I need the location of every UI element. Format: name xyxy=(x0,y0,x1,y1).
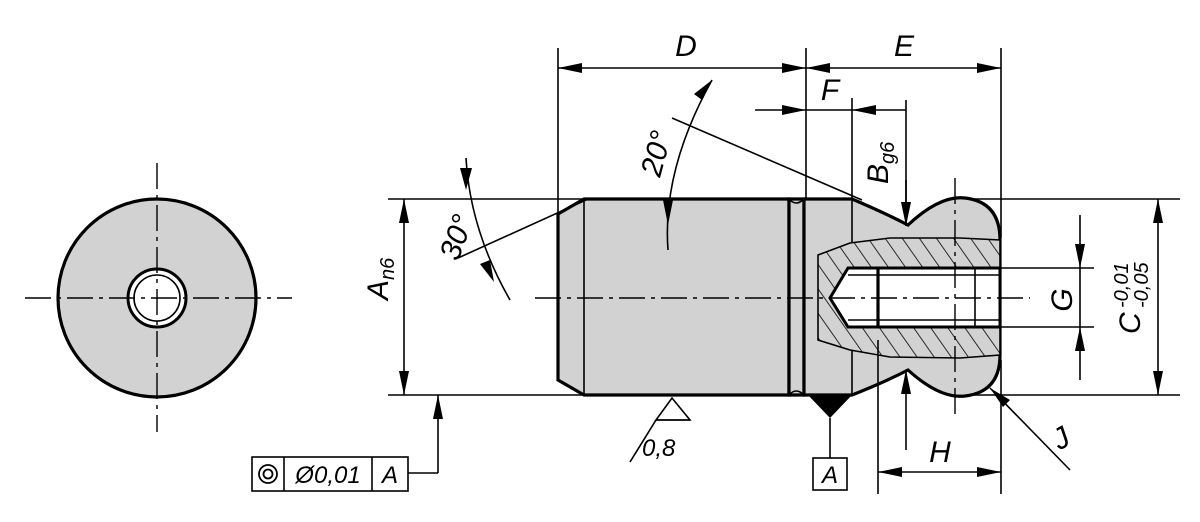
dimension-H: H xyxy=(929,436,951,469)
datum-A-box: A xyxy=(812,457,848,491)
svg-text:-0,01: -0,01 xyxy=(1111,262,1133,308)
surface-roughness-value: 0,8 xyxy=(642,435,676,462)
datum-triangle xyxy=(808,395,852,418)
svg-text:A: A xyxy=(820,462,838,489)
dimension-J: J xyxy=(1046,420,1077,457)
svg-text:G: G xyxy=(1046,288,1079,311)
dimension-G-label: G xyxy=(1046,288,1079,311)
concentricity-icon-inner xyxy=(262,468,274,480)
svg-text:C: C xyxy=(1114,312,1147,334)
tolerance-value: Ø0,01 xyxy=(294,462,360,489)
dimension-E: E xyxy=(894,30,915,63)
dimension-A-label: An6 xyxy=(362,257,399,302)
angle-20-label: 20° xyxy=(635,127,679,180)
cylinder-body xyxy=(556,197,791,397)
groove xyxy=(787,197,806,397)
svg-text:30°: 30° xyxy=(434,210,481,264)
dimension-F: F xyxy=(821,74,841,107)
angle-30-label: 30° xyxy=(434,210,481,264)
dimension-D: D xyxy=(675,30,697,63)
tolerance-datum: A xyxy=(380,462,398,489)
svg-text:-0,05: -0,05 xyxy=(1131,262,1153,308)
svg-text:An6: An6 xyxy=(362,257,399,302)
tolerance-frame: Ø0,01 A xyxy=(251,456,409,492)
dimension-C-label: C -0,01 -0,05 xyxy=(1111,262,1153,334)
side-view-part xyxy=(535,178,1030,418)
dimension-lines xyxy=(388,48,1180,494)
svg-text:20°: 20° xyxy=(635,127,679,180)
svg-text:Bg6: Bg6 xyxy=(862,141,899,184)
dimension-B-label: Bg6 xyxy=(862,141,899,184)
concentricity-icon xyxy=(258,464,278,484)
end-view xyxy=(25,163,292,432)
